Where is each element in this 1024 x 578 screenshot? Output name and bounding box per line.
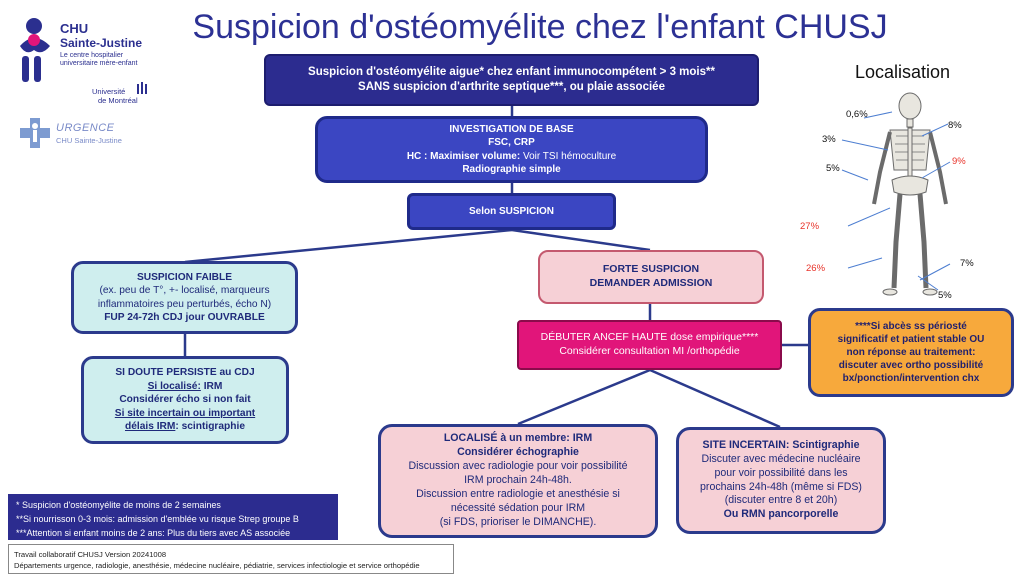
investigation-box: INVESTIGATION DE BASE FSC, CRP HC : Maxi… [315,116,708,183]
localisation-pct-tibia: 26% [806,263,826,274]
skeleton-illustration-icon [872,92,948,296]
abces-line-3: non réponse au traitement: [846,346,976,358]
ancef-line-1: DÉBUTER ANCEF HAUTE dose empirique**** [540,331,759,344]
logos-area: CHU Sainte-Justine Le centre hospitalier… [8,8,168,158]
urgence-sublabel: CHU Sainte-Justine [56,136,122,145]
footnote-3: ***Attention si enfant moins de 2 ans: P… [16,527,291,538]
abces-line-2: significatif et patient stable OU [837,333,985,345]
suspicion-faible-fup: FUP 24-72h CDJ jour OUVRABLE [104,311,265,323]
investigation-line-3: Radiographie simple [462,163,561,175]
doute-line-3: Si site incertain ou important [114,407,256,419]
doute-delais-irm: délais IRM [124,421,176,433]
connector-ancef-incertain [649,368,781,429]
chu-sainte-justine-logo-icon [20,18,50,82]
selon-suspicion-box: Selon SUSPICION [407,193,616,230]
connector-selon-faible [184,228,513,264]
localisation-pct-spine: 8% [948,120,962,131]
abces-line-5: bx/ponction/intervention chx [842,373,980,385]
footnote-2: **Si nourrisson 0-3 mois: admission d'em… [16,513,299,524]
forte-line-1: FORTE SUSPICION [602,263,700,276]
udem-name-2: de Montréal [98,96,138,105]
doute-localise-label: Si localisé: [147,380,201,392]
localisation-pct-pelvis: 9% [952,156,966,167]
initial-condition-box: Suspicion d'ostéomyélite aigue* chez enf… [264,54,759,106]
selon-suspicion-label: Selon SUSPICION [468,205,554,217]
initial-condition-line-2: SANS suspicion d'arthrite septique***, o… [358,81,665,93]
localisation-title: Localisation [855,62,951,82]
initial-condition-line-1: Suspicion d'ostéomyélite aigue* chez enf… [308,65,715,78]
connector-ancef-localise [517,368,651,426]
localise-line-6: nécessité sédation pour IRM [450,501,586,514]
incertain-line-3: pour voir possibilité dans les [714,466,848,479]
abces-box: ****Si abcès ss périosté significatif et… [808,308,1014,397]
localisation-pct-skull: 0,6% [846,109,868,120]
abces-line-4: discuter avec ortho possibilité [838,360,984,372]
incertain-line-4: prochains 24h-48h (même si FDS) [700,480,862,493]
localise-line-4: IRM prochain 24h-48h. [464,474,572,487]
doute-line-4: délais IRM: scintigraphie [125,420,245,433]
localisation-pct-humerus: 3% [822,134,836,145]
ancef-box: DÉBUTER ANCEF HAUTE dose empirique**** C… [517,320,782,370]
urgence-cross-icon [20,118,50,148]
localisation-pct-femur: 27% [800,221,820,232]
localise-box: LOCALISÉ à un membre: IRM Considérer éch… [378,424,658,538]
investigation-hc-label: HC : Maximiser volume: [406,150,521,162]
localise-title: LOCALISÉ à un membre: IRM [443,432,593,445]
localise-line-5: Discussion entre radiologie et anesthési… [416,487,620,500]
credit-box: Travail collaboratif CHUSJ Version 20241… [8,544,454,574]
suspicion-faible-text: (ex. peu de T°, +- localisé, marqueurs i… [97,285,272,310]
localise-line-2: Considérer échographie [457,446,579,459]
doute-irm: IRM [200,380,223,392]
chu-tagline-2: universitaire mère-enfant [60,60,138,67]
connector-selon-forte [511,228,651,252]
investigation-line-1: FSC, CRP [488,137,535,149]
localisation-pct-fibula: 7% [960,258,974,269]
localise-line-7: (si FDS, prioriser le DIMANCHE). [439,515,597,528]
udem-emblem-icon [137,82,147,94]
incertain-line-2: Discuter avec médecine nucléaire [701,452,861,465]
footnotes-box: * Suspicion d'ostéomyélite de moins de 2… [8,494,338,540]
forte-suspicion-box: FORTE SUSPICION DEMANDER ADMISSION [538,250,764,304]
chu-name: CHU [60,21,89,36]
credit-line-1: Travail collaboratif CHUSJ Version 20241… [14,550,167,559]
incertain-line-5: (discuter entre 8 et 20h) [724,494,838,507]
urgence-label: URGENCE [56,122,115,134]
suspicion-faible-box: SUSPICION FAIBLE (ex. peu de T°, +- loca… [71,261,298,334]
forte-line-2: DEMANDER ADMISSION [589,277,713,289]
chu-tagline-1: Le centre hospitalier [60,52,124,59]
abces-line-1: ****Si abcès ss périosté [855,320,967,332]
localisation-arrows [841,111,951,291]
localisation-pct-foot: 5% [938,290,952,301]
localisation-pct-forearm: 5% [826,163,840,174]
credit-line-2: Départements urgence, radiologie, anesth… [14,561,420,570]
suspicion-faible-title: SUSPICION FAIBLE [136,271,233,283]
doute-line-2: Considérer écho si non fait [119,394,251,406]
investigation-line-2: HC : Maximiser volume: Voir TSI hémocult… [407,150,616,163]
doute-title: SI DOUTE PERSISTE au CDJ [115,367,255,379]
footnote-1: * Suspicion d'ostéomyélite de moins de 2… [16,500,221,510]
doute-scintigraphie: : scintigraphie [175,421,246,433]
investigation-tsi-link[interactable]: Voir TSI hémoculture [520,150,617,162]
site-incertain-box: SITE INCERTAIN: Scintigraphie Discuter a… [676,427,886,534]
chu-name-2: Sainte-Justine [60,36,143,50]
doute-persiste-box: SI DOUTE PERSISTE au CDJ Si localisé: IR… [81,356,289,444]
page-title: Suspicion d'ostéomyélite chez l'enfant C… [192,8,888,46]
incertain-title: SITE INCERTAIN: Scintigraphie [702,438,860,451]
localise-line-3: Discussion avec radiologie pour voir pos… [408,460,628,473]
investigation-title: INVESTIGATION DE BASE [449,124,574,136]
incertain-line-6: Ou RMN pancorporelle [723,508,839,521]
doute-line-1: Si localisé: IRM [148,380,223,393]
ancef-line-2: Considérer consultation MI /orthopédie [559,345,740,357]
udem-name-1: Université [92,87,126,96]
